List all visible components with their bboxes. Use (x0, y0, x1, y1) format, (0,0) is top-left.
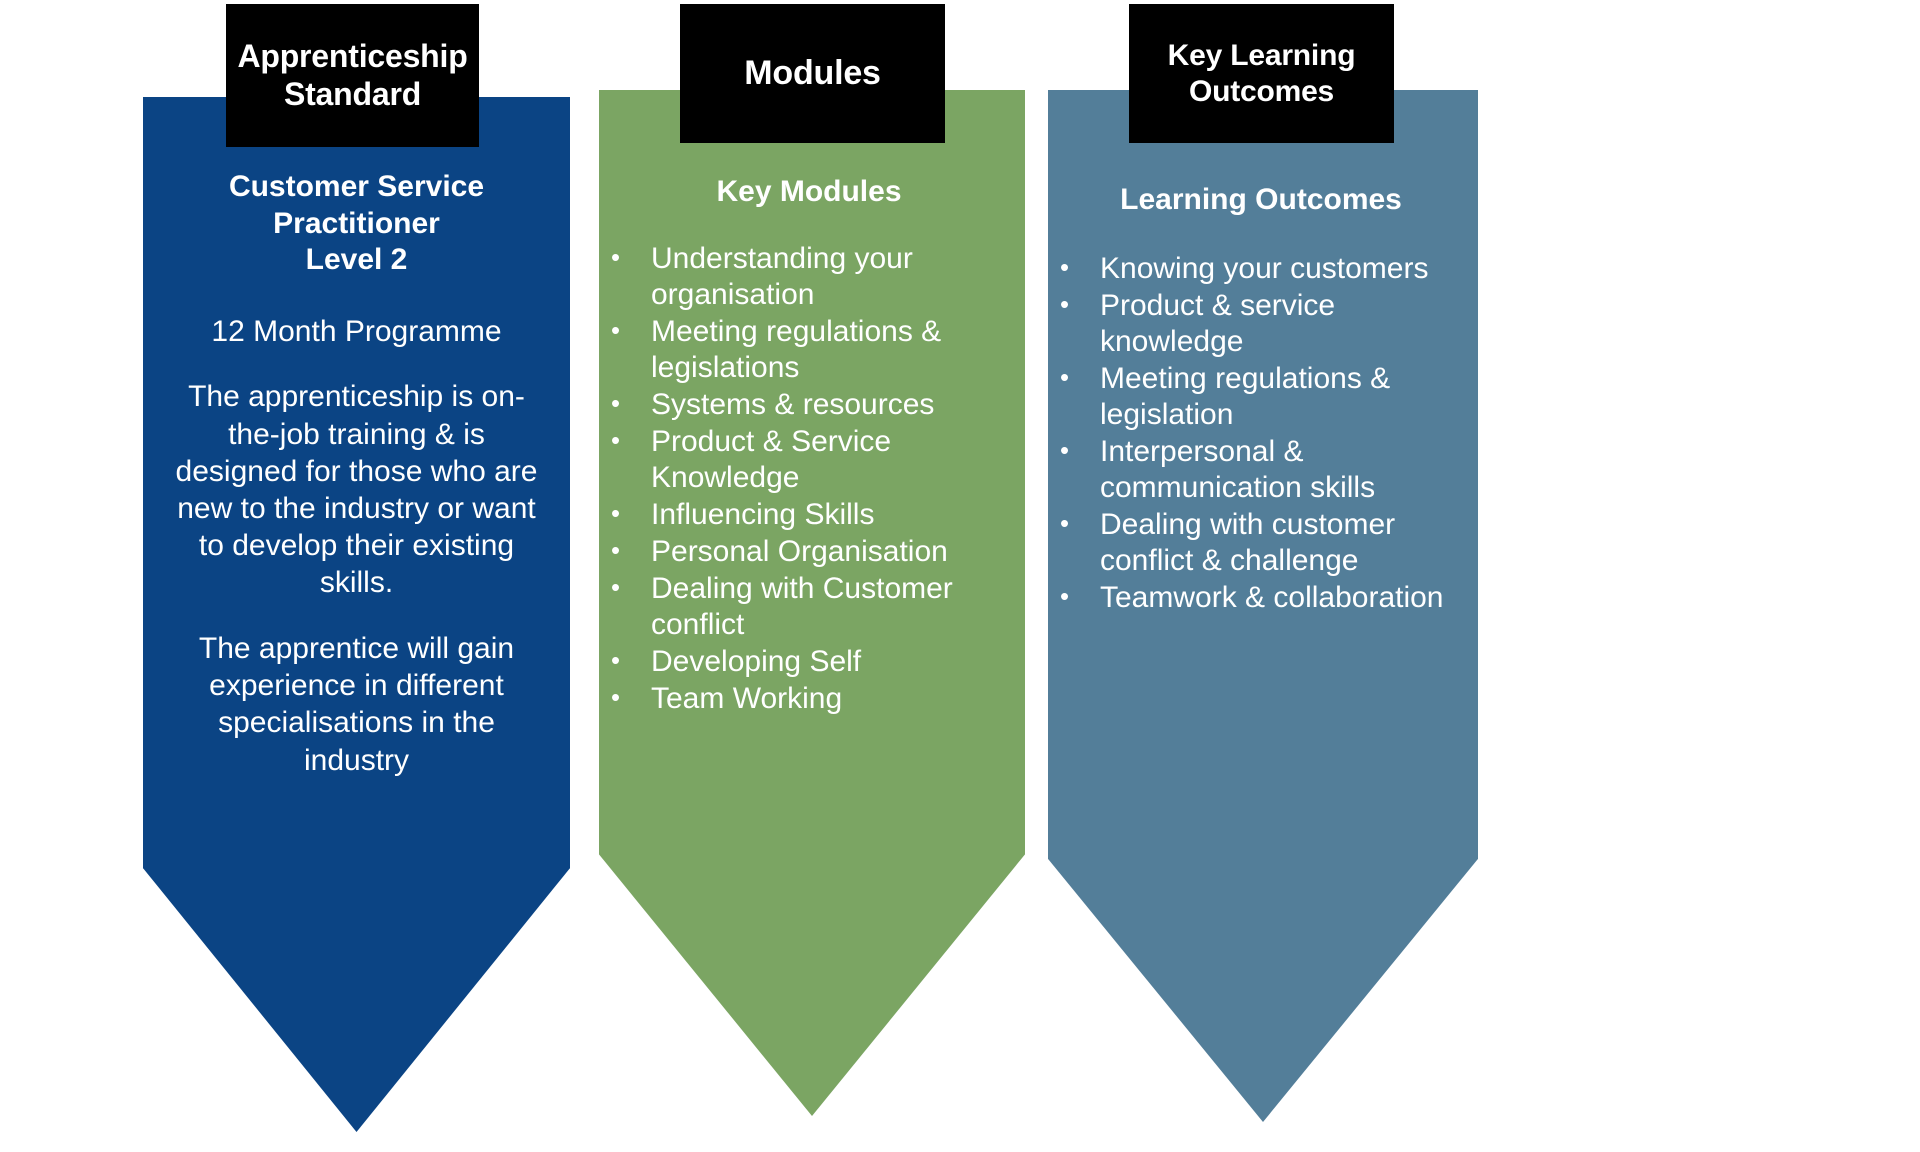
list-item: • Meeting regulations & legislation (1052, 361, 1470, 433)
list-item: • Team Working (603, 681, 1015, 717)
paragraph-spacer (169, 350, 544, 379)
list-item: • Product & Service Knowledge (603, 424, 1015, 496)
list-item-label: Dealing with Customer conflict (651, 571, 953, 641)
bullet-icon: • (1060, 290, 1070, 319)
list-item: • Systems & resources (603, 387, 1015, 423)
bullet-icon: • (1060, 582, 1070, 611)
list-item-label: Teamwork & collaboration (1100, 580, 1444, 614)
list-item: • Influencing Skills (603, 497, 1015, 533)
column-1-title-line-3: Level 2 (305, 243, 408, 277)
column-3-title: Learning Outcomes (1120, 183, 1402, 216)
tab-apprenticeship-standard-label: Apprenticeship Standard (237, 37, 468, 112)
list-item: • Meeting regulations & legislations (603, 314, 1015, 386)
column-1-paragraph-3: The apprentice will gain experience in d… (198, 632, 515, 777)
bullet-icon: • (611, 536, 621, 565)
tab-apprenticeship-standard: Apprenticeship Standard (226, 4, 479, 147)
list-item-label: Knowing your customers (1100, 251, 1429, 285)
list-item-label: Understanding your organisation (651, 241, 913, 311)
column-1-paragraph-2: The apprenticeship is on-the-job trainin… (175, 380, 538, 600)
list-item-label: Meeting regulations & legislation (1100, 361, 1391, 431)
column-1-paragraph-1: 12 Month Programme (211, 314, 502, 348)
list-item: • Developing Self (603, 644, 1015, 680)
list-item-label: Interpersonal & communication skills (1100, 434, 1376, 504)
list-item: • Dealing with Customer conflict (603, 571, 1015, 643)
bullet-icon: • (611, 499, 621, 528)
list-item-label: Product & Service Knowledge (651, 424, 892, 494)
list-item: • Knowing your customers (1052, 251, 1470, 287)
bullet-icon: • (611, 646, 621, 675)
list-item-label: Product & service knowledge (1100, 288, 1336, 358)
list-item-label: Team Working (651, 681, 843, 715)
bullet-icon: • (1060, 436, 1070, 465)
list-item-label: Meeting regulations & legislations (651, 314, 942, 384)
list-item-label: Influencing Skills (651, 497, 875, 531)
modules-list: • Understanding your organisation • Meeting… (603, 241, 1015, 717)
column-1-title-line-1: Customer Service (228, 170, 485, 203)
tab-key-learning-outcomes: Key Learning Outcomes (1129, 4, 1394, 143)
column-1-title-line-2: Practitioner (273, 206, 440, 240)
bullet-icon: • (611, 389, 621, 418)
bullet-icon: • (611, 683, 621, 712)
column-3-content: Learning Outcomes • Knowing your customer… (1048, 182, 1478, 617)
bullet-icon: • (611, 243, 621, 272)
list-item-label: Systems & resources (651, 387, 935, 421)
column-modules: Key Modules • Understanding your organisa… (599, 90, 1025, 1116)
list-item-label: Dealing with customer conflict & challen… (1100, 507, 1396, 577)
list-item: • Product & service knowledge (1052, 288, 1470, 360)
bullet-icon: • (1060, 363, 1070, 392)
tab-modules-label: Modules (744, 54, 881, 93)
list-item: • Dealing with customer conflict & challe… (1052, 507, 1470, 579)
paragraph-spacer (169, 602, 544, 631)
bullet-icon: • (1060, 509, 1070, 538)
column-1-content: Customer Service Practitioner Level 2 12… (143, 169, 570, 779)
column-key-learning-outcomes: Learning Outcomes • Knowing your customer… (1048, 90, 1478, 1122)
tab-key-learning-outcomes-label: Key Learning Outcomes (1167, 39, 1356, 108)
column-2-title: Key Modules (716, 175, 902, 208)
list-item-label: Personal Organisation (651, 534, 948, 568)
tab-modules: Modules (680, 4, 945, 143)
bullet-icon: • (1060, 253, 1070, 282)
bullet-icon: • (611, 316, 621, 345)
bullet-icon: • (611, 573, 621, 602)
column-1-body: 12 Month Programme The apprenticeship is… (169, 313, 544, 779)
column-apprenticeship-standard: Customer Service Practitioner Level 2 12… (143, 97, 570, 1132)
list-item-label: Developing Self (651, 644, 862, 678)
list-item: • Understanding your organisation (603, 241, 1015, 313)
list-item: • Teamwork & collaboration (1052, 580, 1470, 616)
list-item: • Personal Organisation (603, 534, 1015, 570)
column-1-title: Customer Service Practitioner Level 2 (169, 169, 544, 279)
learning-outcomes-list: • Knowing your customers • Product & servic… (1052, 251, 1470, 616)
list-item: • Interpersonal & communication skills (1052, 434, 1470, 506)
column-2-content: Key Modules • Understanding your organisa… (599, 174, 1025, 718)
bullet-icon: • (611, 426, 621, 455)
